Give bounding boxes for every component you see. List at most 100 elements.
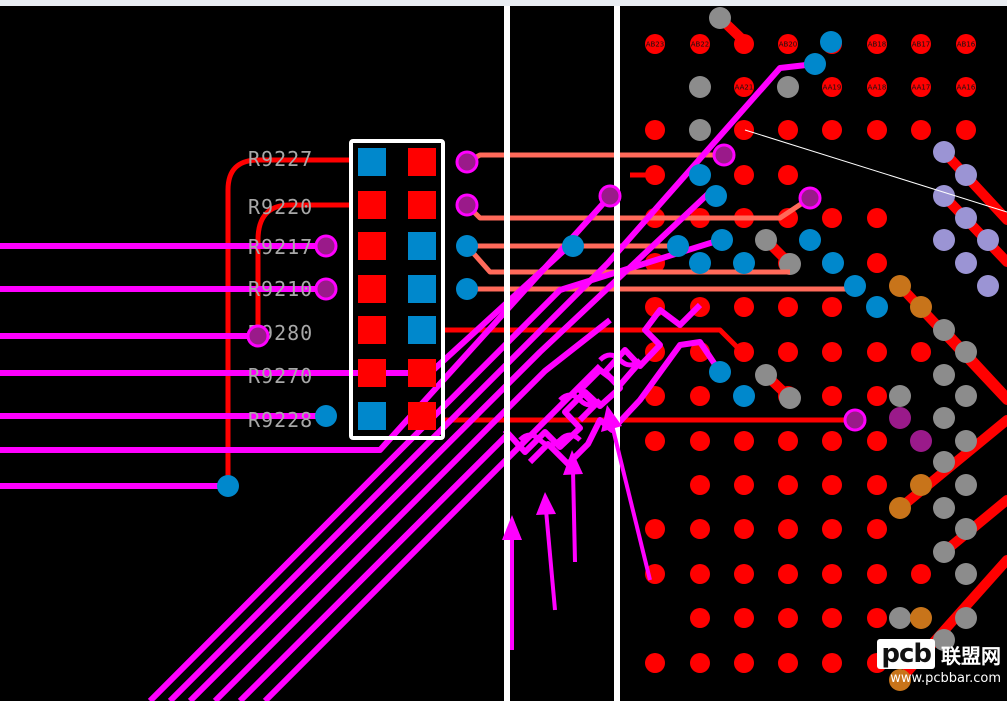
via [799, 229, 821, 251]
via [733, 252, 755, 274]
lavender-ball [933, 185, 955, 207]
bga-ball [778, 34, 798, 54]
bga-ball [645, 120, 665, 140]
bga-ball [734, 519, 754, 539]
orange-ball [889, 669, 911, 691]
bga-ball [645, 653, 665, 673]
orange-ball [910, 474, 932, 496]
ball-label: AA19 [823, 84, 842, 92]
via [709, 361, 731, 383]
orange-ball [910, 296, 932, 318]
orange-ball [889, 275, 911, 297]
bga-ball [867, 386, 887, 406]
bga-ball [734, 608, 754, 628]
bga-ball [778, 431, 798, 451]
refdes-label: R9228 [248, 408, 313, 432]
ball-label: AA17 [912, 84, 931, 92]
bga-ball [645, 34, 665, 54]
bga-ball [822, 608, 842, 628]
dimmed-ball [955, 341, 977, 363]
bga-ball [778, 165, 798, 185]
resistor-pad-left [358, 275, 386, 303]
bga-ball [690, 608, 710, 628]
bga-ball [734, 564, 754, 584]
bga-ball [822, 297, 842, 317]
lavender-ball [933, 141, 955, 163]
dimmed-ball [779, 387, 801, 409]
highlighted-via [314, 277, 338, 301]
bga-ball [911, 77, 931, 97]
bga-special-balls [689, 7, 999, 691]
resistor-pad-right [408, 402, 436, 430]
bga-ball [956, 120, 976, 140]
via [804, 53, 826, 75]
via [866, 296, 888, 318]
dimmed-ball [889, 385, 911, 407]
bga-ball [734, 653, 754, 673]
bga-ball [822, 475, 842, 495]
bga-ball [867, 564, 887, 584]
dimmed-ball [933, 364, 955, 386]
dimmed-ball [889, 607, 911, 629]
dimmed-ball [955, 474, 977, 496]
bga-ball [645, 519, 665, 539]
dimmed-ball [955, 563, 977, 585]
resistor-pad-left [358, 191, 386, 219]
purple-ball [910, 430, 932, 452]
bga-ball [778, 564, 798, 584]
via [689, 252, 711, 274]
bga-ball [911, 342, 931, 362]
via [689, 164, 711, 186]
via [456, 235, 478, 257]
via [705, 185, 727, 207]
refdes-label: R9217 [248, 235, 313, 259]
highlighted-via [712, 143, 736, 167]
keepout-boundary-lines [504, 6, 620, 701]
bga-ball [690, 386, 710, 406]
vias [217, 31, 888, 497]
via [456, 278, 478, 300]
bga-ball [690, 519, 710, 539]
bga-ball [778, 653, 798, 673]
ratsnest-line [744, 129, 1007, 213]
bga-ball [867, 342, 887, 362]
bga-ball [822, 653, 842, 673]
bga-ball [822, 564, 842, 584]
bga-ball [778, 608, 798, 628]
bga-ball [734, 297, 754, 317]
bga-ball [778, 475, 798, 495]
bga-ball [867, 34, 887, 54]
via [733, 385, 755, 407]
ball-label: AB16 [957, 41, 976, 49]
orange-ball [889, 497, 911, 519]
lavender-ball [933, 229, 955, 251]
resistor-pad-right [408, 232, 436, 260]
ball-label: AB17 [912, 41, 931, 49]
highlighted-via [798, 186, 822, 210]
dimmed-ball [755, 229, 777, 251]
via [315, 405, 337, 427]
highlighted-via [455, 193, 479, 217]
highlighted-via [314, 234, 338, 258]
bga-ball [822, 208, 842, 228]
dimmed-ball [933, 319, 955, 341]
bga-ball [822, 431, 842, 451]
bga-ball [867, 120, 887, 140]
highlighted-via [246, 324, 270, 348]
ball-label: AA18 [868, 84, 887, 92]
red-escape-traces [225, 157, 855, 486]
refdes-label: R9210 [248, 277, 313, 301]
window-top-edge [0, 0, 1007, 6]
resistor-pad-left [358, 232, 386, 260]
resistor-pad-left [358, 402, 386, 430]
lavender-ball [955, 164, 977, 186]
dimmed-ball [689, 119, 711, 141]
bga-ball [911, 34, 931, 54]
bga-ball [822, 386, 842, 406]
highlighted-via [598, 184, 622, 208]
bga-ball [734, 165, 754, 185]
bga-ball [690, 34, 710, 54]
